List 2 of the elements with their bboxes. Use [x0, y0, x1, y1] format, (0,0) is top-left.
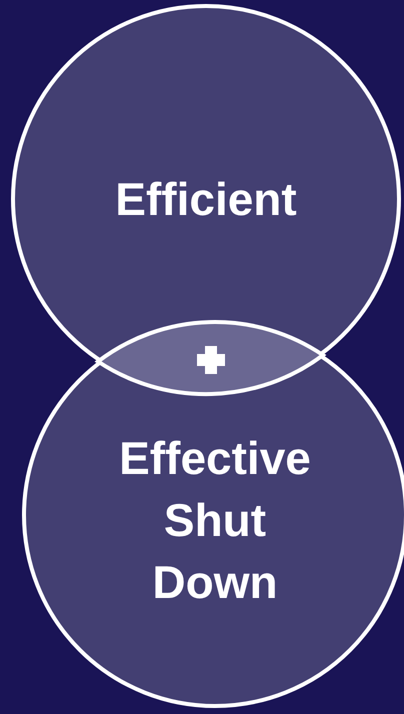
circle-label: Effective Shut Down [118, 431, 312, 610]
circle-label: Efficient [114, 172, 298, 227]
